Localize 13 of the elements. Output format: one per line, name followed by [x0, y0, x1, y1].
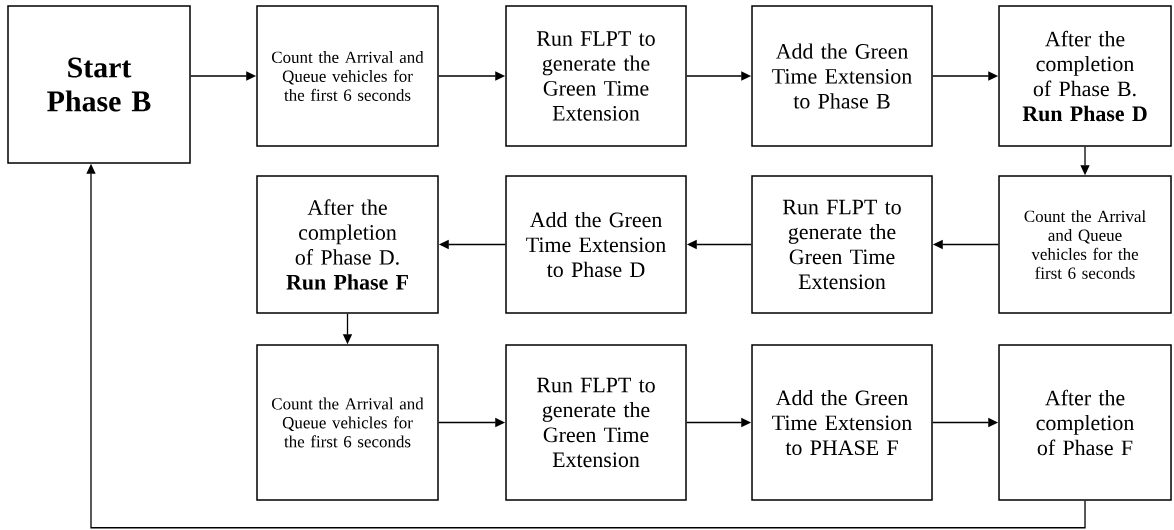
process-box: After the completion of Phase B. Run Phase D	[998, 5, 1172, 147]
process-box: Count the Arrival and Queue vehicles for the first 6 seconds	[998, 175, 1172, 314]
start-box: Start Phase B	[7, 5, 191, 164]
process-box: Run FLPT to generate the Green Time Extension	[505, 5, 687, 147]
process-box: Count the Arrival and Queue vehicles for the first 6 seconds	[256, 344, 439, 501]
process-box: After the completion of Phase F	[998, 344, 1172, 501]
process-box: After the completion of Phase D. Run Phase F	[256, 175, 439, 314]
process-box: Run FLPT to generate the Green Time Extension	[505, 344, 687, 501]
process-box: Add the Green Time Extension to Phase D	[505, 175, 687, 314]
process-box: Run FLPT to generate the Green Time Extension	[751, 175, 933, 314]
process-box: Count the Arrival and Queue vehicles for the first 6 seconds	[256, 5, 439, 147]
process-box: Add the Green Time Extension to PHASE F	[751, 344, 933, 501]
process-box: Add the Green Time Extension to Phase B	[751, 5, 933, 147]
